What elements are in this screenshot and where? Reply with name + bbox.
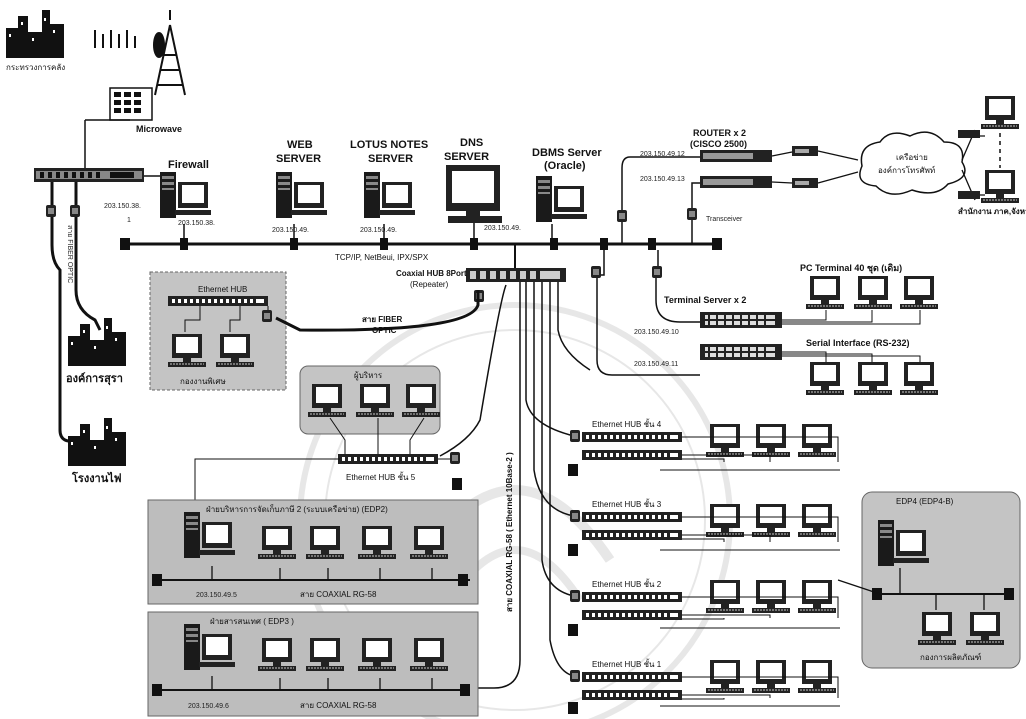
router-a xyxy=(700,150,772,162)
remote-modem-b xyxy=(958,191,980,199)
hub-floor1-label: Ethernet HUB ชั้น 1 xyxy=(592,658,662,669)
cloud-label-1: เครือข่าย xyxy=(896,153,928,162)
dbms-title-1: DBMS Server xyxy=(532,147,602,159)
modem-a xyxy=(792,146,818,156)
edp3-ip: 203.150.49.6 xyxy=(188,703,229,710)
dbms-server xyxy=(536,176,587,222)
microwave-modem xyxy=(109,87,153,121)
edp2-cable-label: สาย COAXIAL RG-58 xyxy=(300,590,377,599)
hub-floor5-label: Ethernet HUB ชั้น 5 xyxy=(346,471,416,482)
dns-server xyxy=(446,165,502,223)
terminal-server-label: Terminal Server x 2 xyxy=(664,295,746,305)
lotus-notes-server xyxy=(364,172,415,218)
terminal-server-b xyxy=(700,344,782,360)
edp3-caption: ฝ่ายสารสนเทศ ( EDP3 ) xyxy=(210,617,294,626)
telephone-cloud xyxy=(859,131,966,195)
firewall-server-ip: 203.150.38. xyxy=(178,220,215,227)
remote-pc-a xyxy=(980,95,1020,130)
fiber-label-2: OPTIC xyxy=(372,326,397,335)
ministry-building xyxy=(6,10,64,58)
web-server-title-1: WEB xyxy=(287,139,313,151)
edp2-box xyxy=(147,499,479,605)
transceiver-label: Transceiver xyxy=(706,216,743,223)
hub-floor2-label: Ethernet HUB ชั้น 2 xyxy=(592,578,662,589)
pc-terminal-label: PC Terminal 40 ชุด (เดิม) xyxy=(800,263,902,274)
ethernet-hub-box-label: Ethernet HUB xyxy=(198,285,247,294)
router-title-1: ROUTER x 2 xyxy=(693,128,746,138)
executive-box xyxy=(299,365,441,435)
firewall-server xyxy=(160,172,211,218)
edp4-box xyxy=(861,491,1021,669)
coax-downlinks xyxy=(420,282,591,689)
router-title-2: (CISCO 2500) xyxy=(690,139,747,149)
dns-title-2: SERVER xyxy=(444,151,489,163)
edp3-box xyxy=(147,611,479,717)
coaxial-hub-label-1: Coaxial HUB 8Port xyxy=(396,269,467,278)
web-server-title-2: SERVER xyxy=(276,153,321,165)
hub-floor3 xyxy=(582,512,682,540)
router-a-ip: 203.150.49.12 xyxy=(640,151,685,158)
edp4-caption: EDP4 (EDP4-B) xyxy=(896,497,954,506)
serial-interface-label: Serial Interface (RS-232) xyxy=(806,338,910,348)
hub-floor3-label: Ethernet HUB ชั้น 3 xyxy=(592,498,662,509)
dbms-title-2: (Oracle) xyxy=(544,160,586,172)
edp2-ip: 203.150.49.5 xyxy=(196,592,237,599)
dns-title-1: DNS xyxy=(460,137,483,149)
ministry-label: กระทรวงการคลัง xyxy=(6,63,65,72)
terminal-a-ip: 203.150.49.10 xyxy=(634,329,679,336)
microwave-label: Microwave xyxy=(136,124,182,134)
hub-floor1 xyxy=(582,672,682,700)
terminal-b-ip: 203.150.49.11 xyxy=(634,361,678,368)
firewall-label: Firewall xyxy=(168,159,209,171)
fiber-vertical-label: สาย FIBER OPTIC xyxy=(66,225,73,283)
fiber-label-1: สาย FIBER xyxy=(362,315,403,324)
coaxial-hub-label-2: (Repeater) xyxy=(410,280,449,289)
lotus-title-2: SERVER xyxy=(368,153,413,165)
regional-office-label: สำนักงาน ภาค,จังหวัด xyxy=(958,207,1026,216)
firewall-ip: 203.150.38. xyxy=(104,203,141,210)
remote-pc-b xyxy=(980,169,1020,204)
modem-b xyxy=(792,178,818,188)
router-b-ip: 203.150.49.13 xyxy=(640,176,685,183)
hub-floor4-label: Ethernet HUB ชั้น 4 xyxy=(592,418,662,429)
rongngan-fai-building xyxy=(68,418,126,466)
rongngan-fai-label: โรงงานไฟ xyxy=(71,471,122,485)
fiber-links-left xyxy=(50,182,102,443)
hub-floor2 xyxy=(582,592,682,620)
protocols-label: TCP/IP, NetBeui, IPX/SPX xyxy=(335,253,429,262)
edp4-footer: กองการผลิตภัณฑ์ xyxy=(920,652,981,662)
web-server-ip: 203.150.49. xyxy=(272,227,309,234)
lotus-ip: 203.150.49. xyxy=(360,227,397,234)
edp2-caption: ฝ่ายบริหารการจัดเก็บภาษี 2 (ระบบเครือข่า… xyxy=(206,504,388,514)
firewall-port-label: 1 xyxy=(127,217,131,224)
ethernet-hub-floor5 xyxy=(338,454,438,464)
coax-vertical-label: สาย COAXIAL RG-58 ( Ethernet 10Base-2 ) xyxy=(505,452,514,612)
microwave-tower xyxy=(153,10,186,96)
pc-terminal-group-top xyxy=(805,275,939,310)
dbms-ip: 203.150.49. xyxy=(484,225,521,232)
ongkan-sura-label: องค์การสุรา xyxy=(66,372,123,386)
web-server xyxy=(276,172,327,218)
backbone-bus xyxy=(120,223,722,250)
pc-terminal-group-bottom xyxy=(805,361,939,396)
box-left-caption: กองงานพิเศษ xyxy=(180,377,226,386)
ethernet-hub-box xyxy=(149,271,287,391)
exec-box-caption: ผู้บริหาร xyxy=(354,371,383,381)
router-b xyxy=(700,176,772,188)
hub-floor4 xyxy=(582,432,682,460)
firewall-router xyxy=(34,168,144,182)
pcs-floor4 xyxy=(705,423,837,458)
pcs-floor3 xyxy=(705,503,837,538)
cloud-label-2: องค์การโทรศัพท์ xyxy=(878,165,935,175)
coaxial-hub xyxy=(466,268,566,282)
wireless-signal xyxy=(94,30,136,48)
lotus-title-1: LOTUS NOTES xyxy=(350,139,428,151)
terminal-server-a xyxy=(700,312,782,328)
remote-modem-a xyxy=(958,130,980,138)
edp3-cable-label: สาย COAXIAL RG-58 xyxy=(300,701,377,710)
